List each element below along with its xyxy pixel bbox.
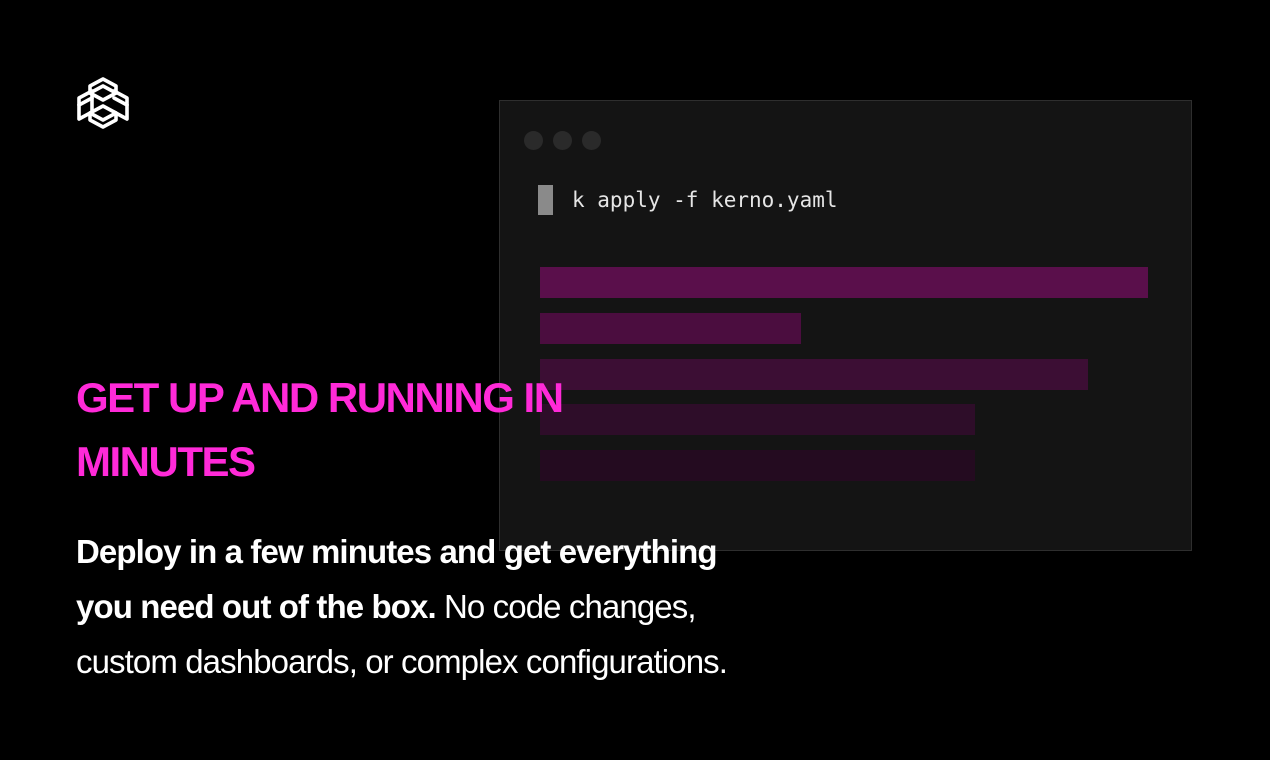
- terminal-window: k apply -f kerno.yaml: [499, 100, 1192, 551]
- body-regular-line-3: custom dashboards, or complex configurat…: [76, 643, 728, 680]
- terminal-cursor: [538, 185, 553, 215]
- body-bold-line-2: you need out of the box.: [76, 588, 437, 625]
- headline-line-2: MINUTES: [76, 438, 256, 485]
- body-copy: Deploy in a few minutes and get everythi…: [76, 524, 876, 689]
- headline: GET UP AND RUNNING IN MINUTES: [76, 366, 676, 494]
- output-bar: [540, 267, 1148, 298]
- output-bar: [540, 359, 1088, 390]
- output-bar: [540, 450, 975, 481]
- window-control-dot: [582, 131, 601, 150]
- window-control-dot: [553, 131, 572, 150]
- output-bar: [540, 313, 801, 344]
- body-bold-line-1: Deploy in a few minutes and get everythi…: [76, 533, 718, 570]
- headline-line-1: GET UP AND RUNNING IN: [76, 374, 564, 421]
- body-regular-line-2: No code changes,: [435, 588, 697, 625]
- output-bar: [540, 404, 975, 435]
- logo-icon: [77, 77, 129, 129]
- terminal-command: k apply -f kerno.yaml: [572, 188, 838, 212]
- window-control-dot: [524, 131, 543, 150]
